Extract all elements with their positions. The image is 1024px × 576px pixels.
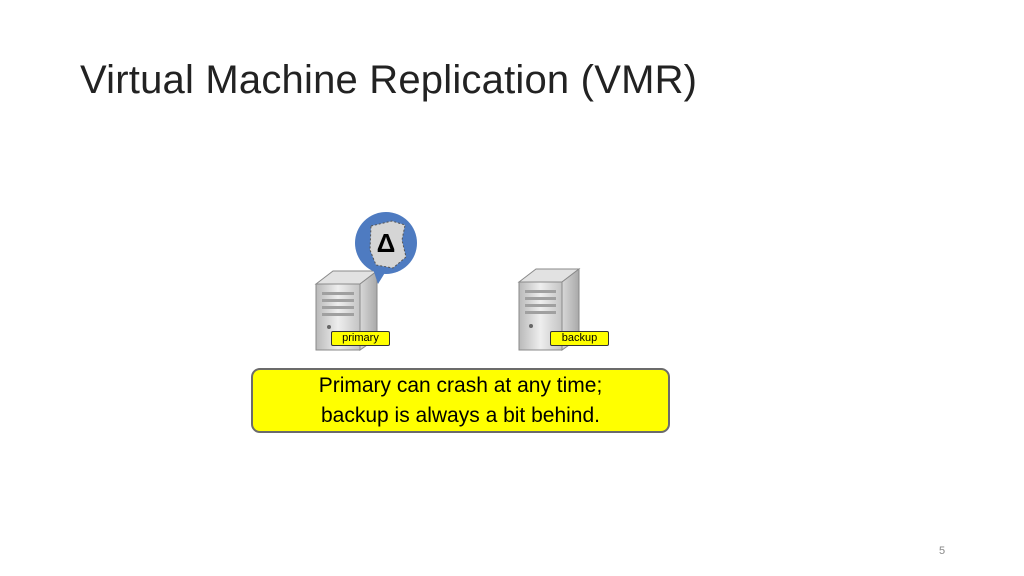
page-number: 5 — [938, 545, 946, 557]
backup-label: backup — [550, 331, 609, 346]
delta-bubble-icon: Δ — [355, 212, 417, 284]
callout-line-1: Primary can crash at any time; — [318, 373, 603, 397]
callout-box: Primary can crash at any time; backup is… — [251, 368, 670, 433]
slide-title: Virtual Machine Replication (VMR) — [80, 58, 698, 102]
primary-label: primary — [331, 331, 390, 346]
backup-server-icon — [517, 267, 581, 351]
delta-symbol: Δ — [377, 228, 396, 258]
callout-line-2: backup is always a bit behind. — [321, 403, 600, 427]
